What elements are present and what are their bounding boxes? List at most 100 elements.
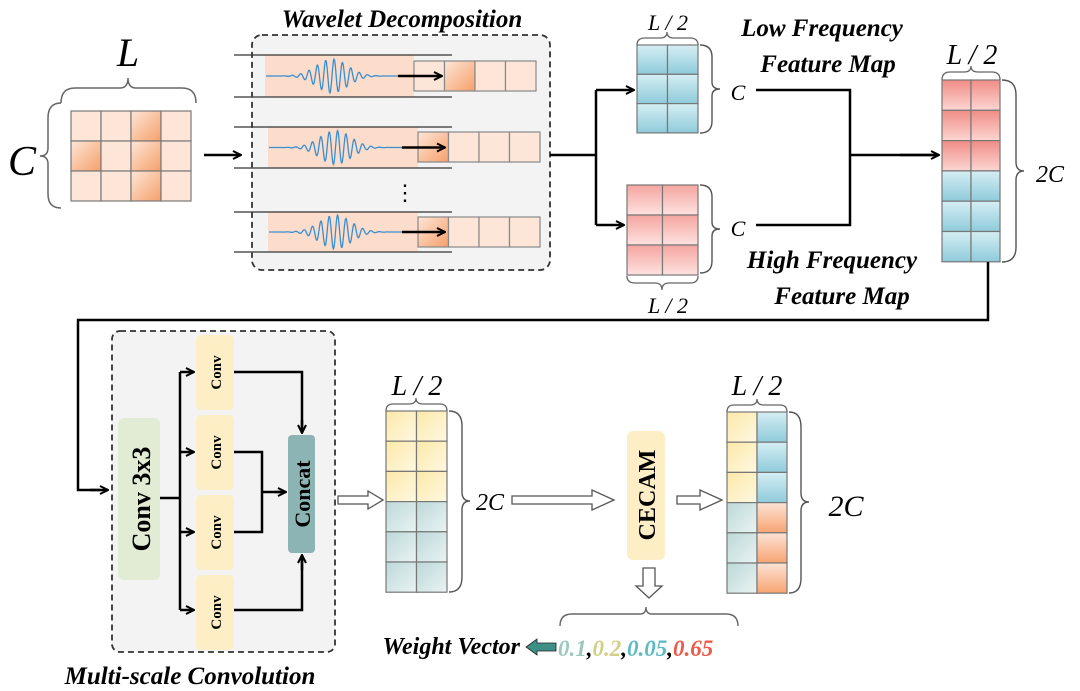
- grid-cell: [666, 44, 699, 75]
- grid-cell: [100, 110, 132, 142]
- grid-cell: [415, 531, 448, 563]
- coefficient-cell: [443, 60, 476, 92]
- grid-cell: [626, 244, 664, 276]
- conv-label: Conv: [209, 435, 225, 470]
- conv-block: [196, 415, 234, 490]
- hollow-arrow-2: [511, 488, 616, 512]
- map2-channel-label: 2C: [476, 490, 505, 516]
- grid-cell: [666, 73, 699, 105]
- input-height-label: C: [8, 139, 37, 185]
- wavelet-rows: [234, 54, 541, 253]
- conv3x3-label: Conv 3x3: [127, 447, 156, 552]
- grid-cell: [626, 184, 664, 216]
- grid-cell: [756, 441, 788, 474]
- grid-cell: [970, 170, 1001, 202]
- height-brace: [39, 102, 62, 209]
- weight-brace: [559, 606, 739, 627]
- coefficient-cell: [478, 131, 511, 163]
- high-map-channel-label: C: [731, 216, 746, 241]
- conv-label: Conv: [209, 595, 225, 630]
- weight-value: 0.2: [593, 636, 622, 661]
- weight-value: 0.1: [558, 636, 587, 661]
- high-map-width-label: L / 2: [647, 293, 688, 318]
- coefficient-cell: [508, 131, 541, 163]
- coefficient-cell: [478, 216, 511, 248]
- high-map-width-brace: [626, 275, 699, 291]
- grid-cell: [726, 411, 758, 443]
- grid-cell: [100, 140, 132, 172]
- cecam-block: [627, 431, 665, 560]
- low-map-channel-brace: [699, 44, 721, 134]
- map3-width-brace: [726, 398, 788, 413]
- grid-cell: [415, 410, 448, 442]
- hollow-arrow-1: [337, 489, 385, 511]
- conv-branch: Conv: [180, 415, 234, 490]
- wavelet-signal: [269, 129, 402, 166]
- grid-cell: [385, 470, 418, 503]
- grid-cell: [941, 230, 972, 263]
- grid-cell: [70, 140, 102, 172]
- weight-vector-label: Weight Vector: [382, 634, 520, 660]
- teal-arrow-icon: [525, 638, 557, 656]
- concatenated-frequency-map: [941, 79, 1001, 263]
- cat-map-width-brace: [941, 65, 1001, 81]
- split-line: [550, 90, 598, 225]
- grid-cell: [756, 562, 788, 594]
- grid-cell: [385, 531, 418, 563]
- conv-label: Conv: [209, 515, 225, 550]
- multiscale-block: [111, 330, 336, 653]
- high-map-channel-brace: [699, 184, 721, 274]
- coefficient-cell: [504, 60, 537, 92]
- conv-bus: [160, 372, 182, 610]
- grid-cell: [385, 410, 418, 442]
- grid-cell: [160, 140, 192, 172]
- grid-cell: [756, 471, 788, 504]
- grid-cell: [970, 230, 1001, 263]
- conv-block: [196, 495, 234, 570]
- conv-branch: Conv: [180, 335, 234, 410]
- grid-cell: [756, 411, 788, 443]
- branch-lines: [234, 370, 304, 612]
- conv-block: [196, 335, 234, 410]
- low-map-width-label: L / 2: [647, 10, 688, 35]
- grid-cell: [626, 214, 664, 246]
- map2-channel-brace: [448, 410, 471, 593]
- low-map-channel-label: C: [731, 80, 746, 105]
- conv-label: Conv: [209, 355, 225, 390]
- map3-channel-label: 2C: [828, 490, 864, 523]
- map2-width-label: L / 2: [391, 371, 443, 402]
- grid-cell: [941, 109, 972, 142]
- grid-cell: [415, 561, 448, 593]
- grid-cell: [666, 102, 699, 134]
- coefficient-cell: [474, 60, 507, 92]
- cat-map-channel-brace: [1001, 79, 1025, 263]
- cat-map-width-label: L / 2: [946, 40, 998, 71]
- grid-cell: [160, 110, 192, 142]
- grid-cell: [130, 170, 162, 202]
- grid-cell: [100, 170, 132, 202]
- merge-line: [756, 88, 935, 227]
- conv3x3-block: [118, 418, 160, 580]
- concat-label: Concat: [290, 460, 315, 528]
- grid-cell: [70, 170, 102, 202]
- input-width-label: L: [116, 30, 139, 75]
- grid-cell: [636, 73, 669, 105]
- high-frequency-title-line2: Feature Map: [773, 283, 909, 310]
- low-frequency-title-line2: Feature Map: [759, 51, 895, 78]
- grid-cell: [726, 471, 758, 504]
- coefficient-cell: [508, 216, 541, 248]
- grid-cell: [970, 200, 1001, 233]
- grid-cell: [941, 170, 972, 202]
- hollow-arrow-down: [634, 567, 664, 599]
- weight-value: 0.05: [627, 636, 667, 661]
- grid-cell: [415, 440, 448, 473]
- grid-cell: [636, 102, 669, 134]
- return-line: [76, 262, 990, 492]
- grid-cell: [385, 561, 418, 593]
- grid-cell: [970, 140, 1001, 172]
- cecam-label: CECAM: [635, 450, 661, 541]
- wavelet-signal: [269, 213, 402, 251]
- grid-cell: [941, 200, 972, 233]
